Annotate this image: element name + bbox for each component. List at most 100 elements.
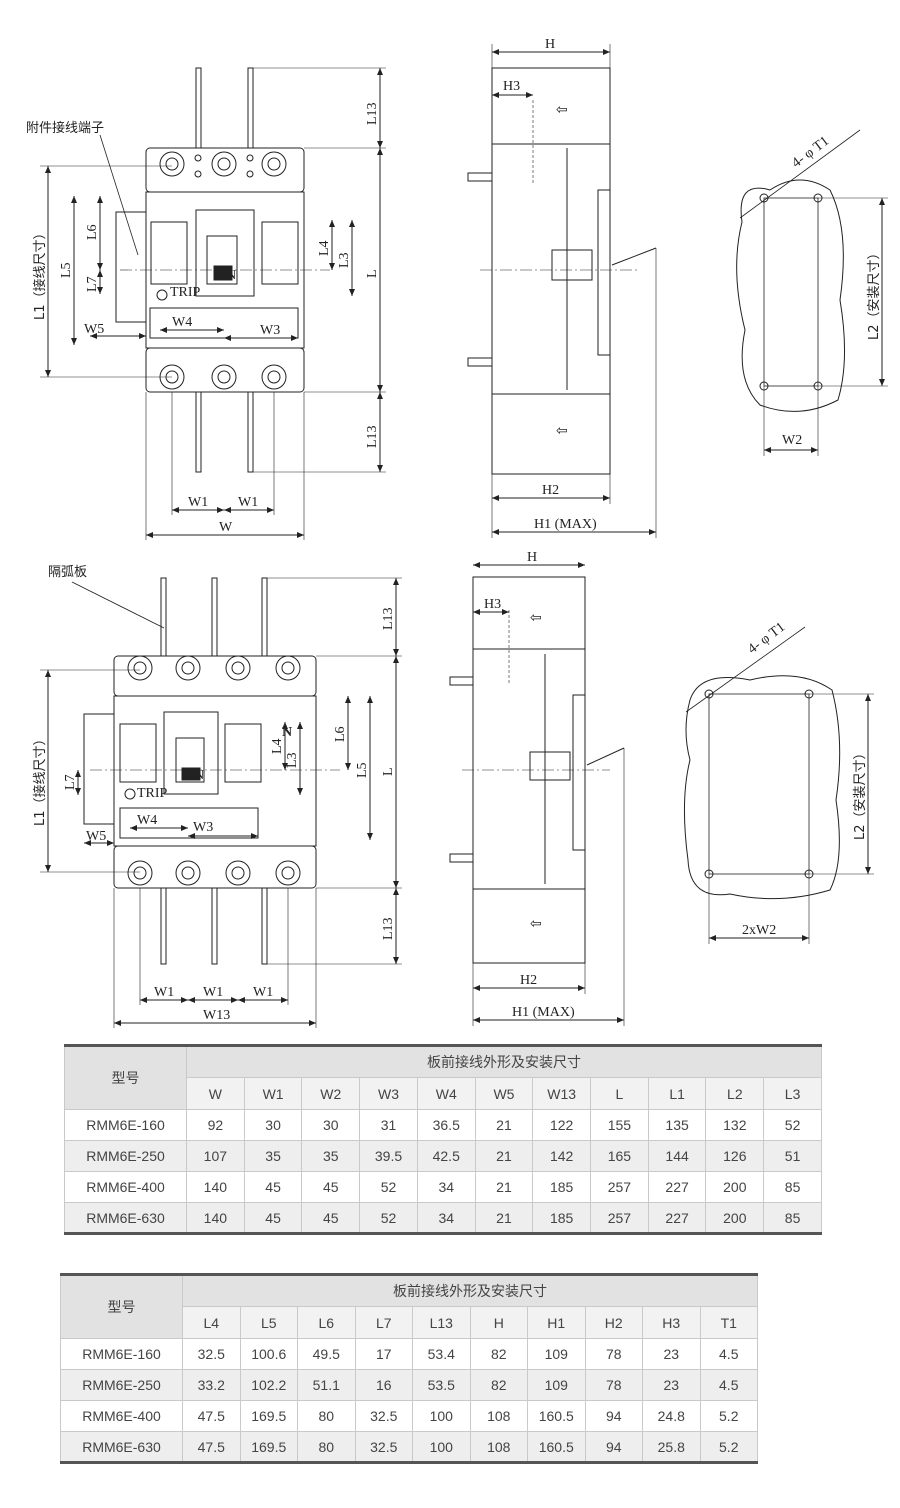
label-L3-4p: L3 xyxy=(285,752,300,768)
value-cell: 31 xyxy=(359,1109,418,1141)
label-L5: L5 xyxy=(59,262,74,278)
label-L13-top: L13 xyxy=(365,102,380,125)
value-cell: 107 xyxy=(186,1140,245,1172)
model-cell: RMM6E-160 xyxy=(64,1109,187,1141)
value-cell: 52 xyxy=(763,1109,822,1141)
model-header: 型号 xyxy=(60,1274,183,1339)
label-W3: W3 xyxy=(260,323,280,338)
value-cell: 36.5 xyxy=(416,1109,476,1141)
value-cell: 25.8 xyxy=(642,1431,701,1463)
value-cell: 227 xyxy=(647,1202,707,1234)
column-header: W3 xyxy=(359,1077,418,1110)
column-header: H3 xyxy=(642,1306,701,1339)
value-cell: 82 xyxy=(469,1338,528,1370)
label-trip: TRIP xyxy=(170,285,201,300)
column-header: L13 xyxy=(412,1306,471,1339)
value-cell: 24.8 xyxy=(642,1400,701,1432)
label-L: L xyxy=(365,269,380,278)
front-view-4p xyxy=(40,577,402,1028)
value-cell: 100 xyxy=(412,1400,471,1432)
value-cell: 35 xyxy=(301,1140,361,1172)
value-cell: 47.5 xyxy=(182,1431,241,1463)
column-header: W5 xyxy=(474,1077,534,1110)
label-W1a: W1 xyxy=(188,495,208,510)
value-cell: 32.5 xyxy=(182,1338,241,1370)
value-cell: 94 xyxy=(584,1400,643,1432)
value-cell: 23 xyxy=(642,1338,701,1370)
column-header: L2 xyxy=(705,1077,765,1110)
value-cell: 45 xyxy=(243,1171,303,1203)
label-L7: L7 xyxy=(85,276,100,292)
label-W4-4p: W4 xyxy=(137,813,157,828)
model-cell: RMM6E-630 xyxy=(60,1431,183,1463)
label-L2: L2（安装尺寸） xyxy=(867,246,882,340)
label-W3-4p: W3 xyxy=(193,820,213,835)
label-W1-4p-a: W1 xyxy=(154,985,174,1000)
value-cell: 108 xyxy=(469,1431,528,1463)
label-on-4p: ON xyxy=(184,768,204,783)
label-L1: L1（接线尺寸） xyxy=(32,226,48,320)
column-header: H2 xyxy=(584,1306,643,1339)
value-cell: 21 xyxy=(474,1109,534,1141)
label-W2: W2 xyxy=(782,433,802,448)
value-cell: 94 xyxy=(584,1431,643,1463)
dimension-labels: 附件接线端子 L1（接线尺寸） L5 L6 L7 L4 L3 L L13 L13… xyxy=(26,37,882,1023)
label-L4-4p: L4 xyxy=(270,738,285,754)
column-header: L xyxy=(590,1077,649,1110)
label-L13-4p-top: L13 xyxy=(381,607,396,630)
arrow-left-icon: ⇦ xyxy=(556,424,568,439)
value-cell: 34 xyxy=(416,1202,476,1234)
label-L1-4p: L1（接线尺寸） xyxy=(32,732,48,826)
value-cell: 4.5 xyxy=(699,1338,758,1370)
value-cell: 47.5 xyxy=(182,1400,241,1432)
value-cell: 21 xyxy=(474,1202,534,1234)
value-cell: 53.5 xyxy=(412,1369,471,1401)
label-W5: W5 xyxy=(84,322,104,337)
value-cell: 33.2 xyxy=(182,1369,241,1401)
value-cell: 165 xyxy=(590,1140,649,1172)
label-L3: L3 xyxy=(337,252,352,268)
value-cell: 21 xyxy=(474,1140,534,1172)
label-H-4p: H xyxy=(527,550,537,565)
value-cell: 30 xyxy=(243,1109,303,1141)
label-L6-4p: L6 xyxy=(333,726,348,742)
label-L6: L6 xyxy=(85,224,100,240)
value-cell: 85 xyxy=(763,1171,822,1203)
label-on: ON xyxy=(216,268,236,283)
mounting-view-3p xyxy=(736,129,888,456)
label-L7-4p: L7 xyxy=(63,774,78,790)
value-cell: 92 xyxy=(186,1109,245,1141)
value-cell: 122 xyxy=(532,1109,592,1141)
arrow-left-icon: ⇦ xyxy=(556,103,568,118)
column-header: W4 xyxy=(416,1077,476,1110)
value-cell: 35 xyxy=(243,1140,303,1172)
column-header: L7 xyxy=(354,1306,413,1339)
value-cell: 200 xyxy=(705,1171,765,1203)
value-cell: 100.6 xyxy=(239,1338,298,1370)
value-cell: 49.5 xyxy=(297,1338,356,1370)
column-header: W1 xyxy=(243,1077,303,1110)
value-cell: 142 xyxy=(532,1140,592,1172)
label-H1-4p: H1 (MAX) xyxy=(512,1005,575,1020)
value-cell: 100 xyxy=(412,1431,471,1463)
model-cell: RMM6E-400 xyxy=(60,1400,183,1432)
value-cell: 51.1 xyxy=(297,1369,356,1401)
label-H: H xyxy=(545,37,555,52)
label-W13: W13 xyxy=(203,1008,230,1023)
label-arc-barrier: 隔弧板 xyxy=(48,565,87,580)
value-cell: 140 xyxy=(186,1171,245,1203)
front-view-3p xyxy=(40,67,386,540)
label-hole-spec: 4- φ T1 xyxy=(789,134,832,171)
value-cell: 82 xyxy=(469,1369,528,1401)
model-cell: RMM6E-400 xyxy=(64,1171,187,1203)
label-W1-4p-c: W1 xyxy=(253,985,273,1000)
value-cell: 257 xyxy=(590,1202,649,1234)
value-cell: 4.5 xyxy=(699,1369,758,1401)
